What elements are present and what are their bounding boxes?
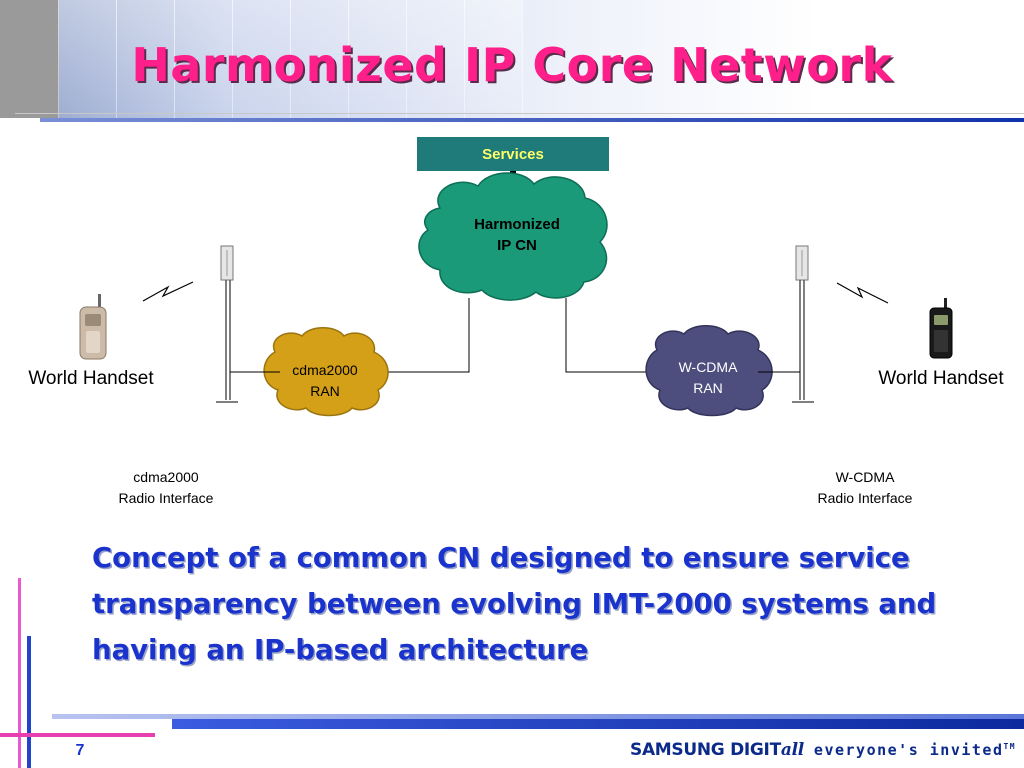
core-network-cloud [418, 172, 608, 301]
header-tile [232, 0, 291, 118]
services-box: Services [417, 137, 609, 171]
left-accent-bar [18, 578, 21, 768]
header-tile [464, 0, 523, 118]
left-radio-signal-icon [142, 281, 194, 302]
left-radio-interface-label: cdma2000 Radio Interface [118, 469, 214, 506]
right-radio-signal-icon [836, 282, 889, 304]
core-network-text: Harmonized IP CN [474, 216, 560, 254]
logo-tagline-text: everyone's invited [813, 741, 1004, 759]
samsung-logo: SAMSUNG DIGITall everyone's invitedTM [630, 740, 1016, 762]
header-tile [116, 0, 175, 118]
logo-brand-suffix: all [780, 740, 804, 760]
core-network-label: Harmonized IP CN [445, 214, 589, 256]
right-handset-label: World Handset [878, 368, 1004, 389]
concept-statement: Concept of a common CN designed to ensur… [92, 542, 937, 666]
wcdma-ran-text: W-CDMA RAN [678, 359, 738, 396]
header-tile [290, 0, 349, 118]
header-band [0, 0, 1024, 118]
logo-brand-text: SAMSUNG DIGIT [630, 740, 781, 760]
left-accent-bar [27, 636, 31, 768]
header-tile [0, 0, 59, 118]
page-number: 7 [75, 742, 85, 759]
logo-brand: SAMSUNG DIGITall [630, 740, 804, 760]
core-to-cdma-link [380, 298, 470, 373]
cdma-ran-cloud [263, 327, 389, 417]
header-tile [348, 0, 407, 118]
footer-rule [52, 714, 1024, 719]
header-thin-rule [15, 113, 1024, 114]
right-radio-interface-label: W-CDMA Radio Interface [817, 469, 913, 506]
header-tile [406, 0, 465, 118]
left-handset-label: World Handset [28, 368, 154, 389]
header-blue-rule [40, 118, 1024, 122]
wcdma-ran-cloud [645, 325, 773, 417]
footer-rule [172, 719, 1024, 729]
core-to-wcdma-link [565, 298, 650, 373]
left-antenna-tower [216, 245, 280, 403]
footer-pink-rule [0, 733, 155, 737]
wcdma-ran-label: W-CDMA RAN [655, 357, 761, 399]
logo-tagline: everyone's invitedTM [814, 741, 1016, 759]
cdma-ran-label: cdma2000 RAN [272, 360, 378, 402]
right-handset-icon [929, 298, 953, 359]
slide-title: Harmonized IP Core Network [131, 38, 893, 92]
header-tile [174, 0, 233, 118]
logo-tm: TM [1003, 742, 1017, 751]
right-antenna-tower [758, 245, 814, 403]
left-handset-icon [79, 294, 107, 360]
cdma-ran-text: cdma2000 RAN [292, 362, 358, 399]
header-tile [58, 0, 117, 118]
